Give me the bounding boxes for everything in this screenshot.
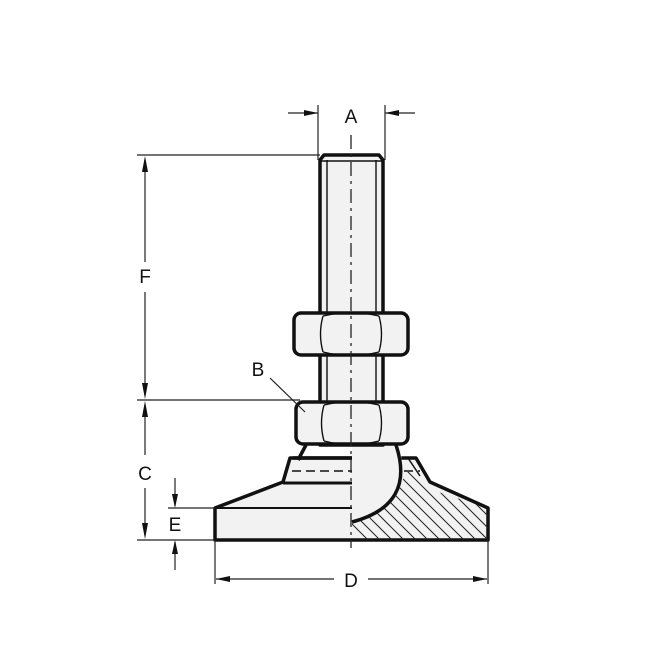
dimension-a: A — [288, 105, 415, 160]
callout-b: B — [252, 360, 306, 413]
label-c: C — [138, 464, 152, 485]
label-f: F — [139, 267, 151, 288]
dimension-f: F — [137, 154, 320, 401]
neck-left — [296, 444, 308, 461]
dimension-d: D — [214, 540, 489, 592]
label-e: E — [169, 515, 182, 536]
swivel-ball — [306, 445, 402, 522]
lower-hex-nut — [294, 400, 410, 446]
label-b: B — [252, 360, 265, 381]
dimension-c: C — [137, 401, 215, 541]
label-d: D — [344, 571, 358, 592]
label-a: A — [345, 107, 358, 128]
ball-outline — [351, 444, 403, 524]
dimension-e: E — [168, 478, 215, 570]
